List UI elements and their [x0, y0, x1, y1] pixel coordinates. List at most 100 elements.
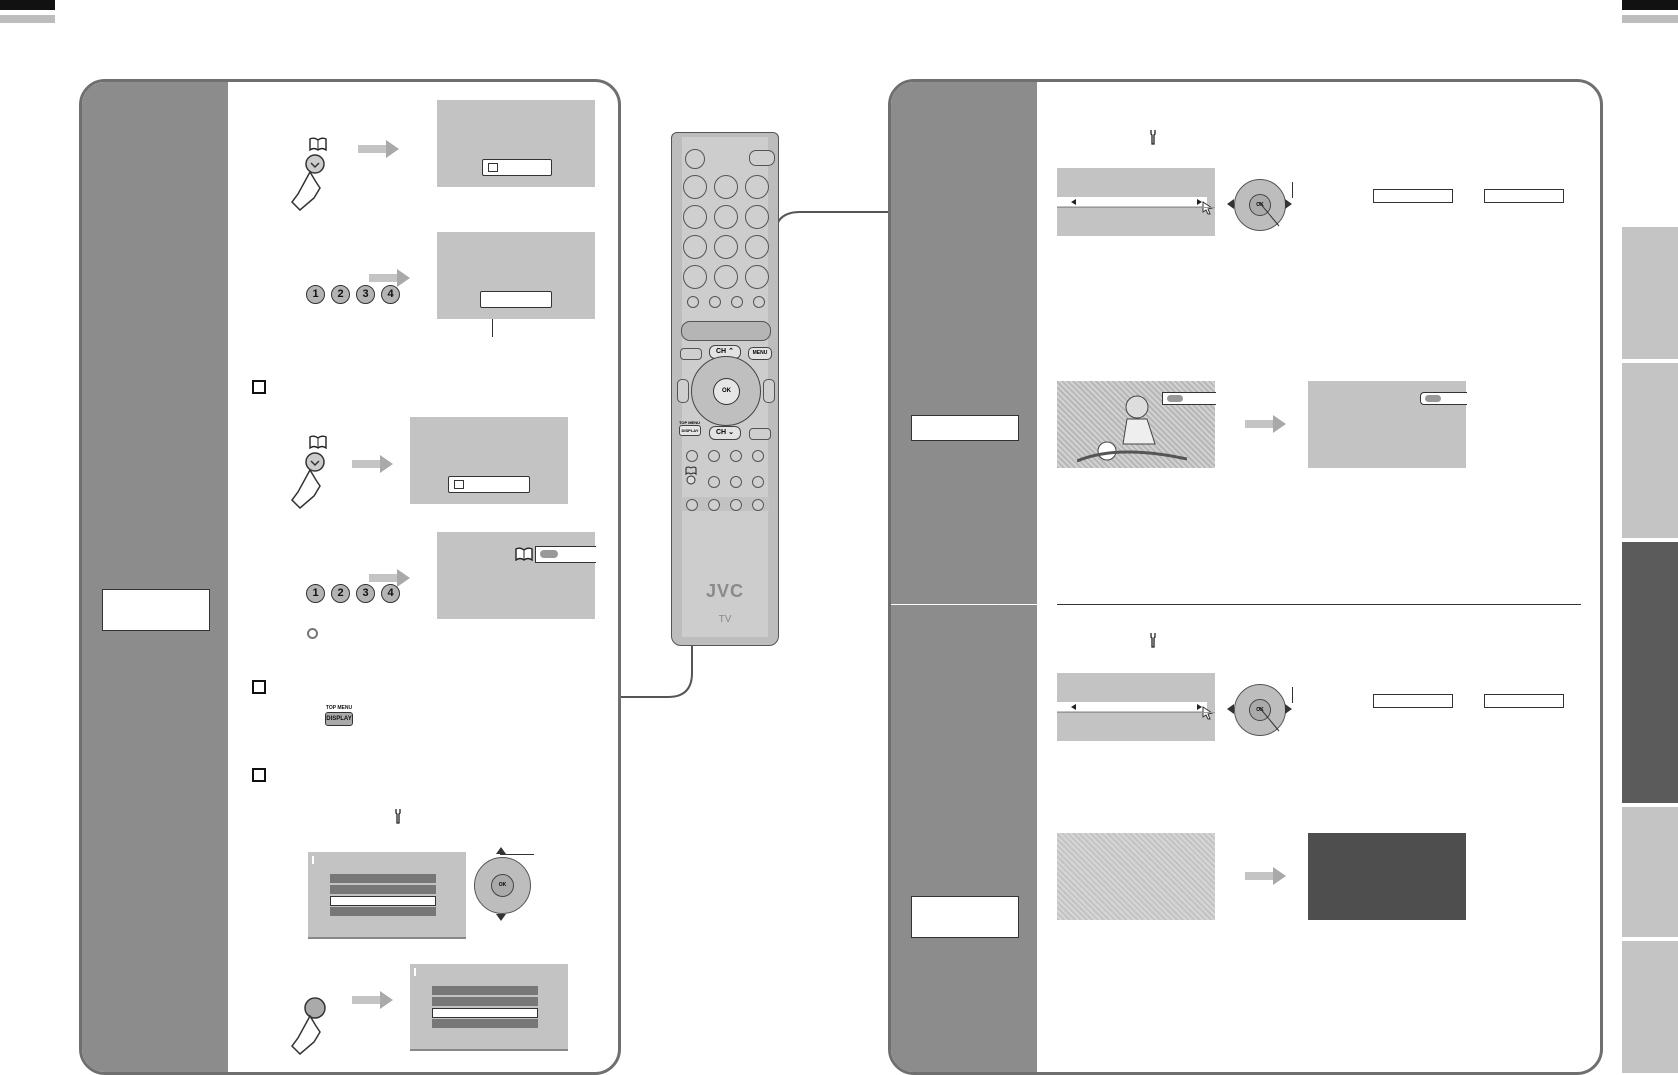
- remote-num-button[interactable]: [745, 205, 769, 229]
- dpad-control[interactable]: OK: [474, 857, 531, 914]
- left-panel-sidebar: [82, 82, 228, 1072]
- dpad-right-arrow: [1285, 199, 1292, 209]
- ok-button[interactable]: OK: [491, 874, 514, 897]
- subheading-bullet-3: [252, 768, 266, 782]
- number-button-2[interactable]: 2: [331, 285, 350, 304]
- note-circle-icon: [307, 628, 318, 639]
- number-button-4[interactable]: 4: [381, 285, 400, 304]
- menu-button[interactable]: MENU: [748, 347, 772, 360]
- remote-num-button[interactable]: [714, 175, 738, 199]
- remote-num-button[interactable]: [745, 235, 769, 259]
- remote-small-button[interactable]: [709, 296, 721, 308]
- setting-row-selected[interactable]: [1057, 197, 1207, 206]
- screen-2-label: [480, 291, 552, 308]
- cursor-pointer-icon: [1202, 201, 1214, 220]
- remote-num-button[interactable]: [683, 235, 707, 259]
- section-tab-2[interactable]: [1622, 363, 1678, 538]
- menu-item[interactable]: [432, 1019, 538, 1028]
- remote-book-button[interactable]: [685, 466, 697, 486]
- pointing-hand-icon: [286, 152, 334, 219]
- remote-small-button[interactable]: [708, 476, 720, 488]
- option-box-3[interactable]: [1373, 694, 1453, 708]
- option-box-1[interactable]: [1373, 189, 1453, 203]
- power-button[interactable]: [685, 149, 705, 169]
- menu-screen-1: [308, 852, 466, 939]
- section-tab-3-active[interactable]: [1622, 542, 1678, 803]
- remote-display-button[interactable]: TOP MENU DISPLAY: [679, 420, 701, 438]
- option-box-2[interactable]: [1484, 189, 1564, 203]
- menu-item-selected[interactable]: [432, 1008, 538, 1018]
- number-button-3[interactable]: 3: [356, 584, 375, 603]
- top-menu-display-button[interactable]: TOP MENU DISPLAY: [325, 705, 353, 727]
- remote-small-button[interactable]: [708, 499, 720, 511]
- menu-item[interactable]: [432, 997, 538, 1006]
- tv-screen-1: [437, 100, 595, 187]
- remote-num-button[interactable]: [683, 265, 707, 289]
- remote-num-button[interactable]: [683, 175, 707, 199]
- menu-item[interactable]: [330, 874, 436, 883]
- remote-num-button[interactable]: [714, 265, 738, 289]
- compare-arrow-1: [1245, 415, 1286, 433]
- remote-small-button[interactable]: [752, 450, 764, 462]
- pointing-hand-icon: [286, 996, 334, 1063]
- remote-side-key[interactable]: [763, 379, 775, 403]
- remote-small-button[interactable]: [708, 450, 720, 462]
- remote-num-button[interactable]: [745, 265, 769, 289]
- remote-small-button[interactable]: [752, 476, 764, 488]
- wrench-icon: [1149, 129, 1157, 150]
- left-arrow-icon: [1071, 199, 1076, 205]
- remote-num-button[interactable]: [714, 235, 738, 259]
- remote-small-button[interactable]: [752, 499, 764, 511]
- top-menu-label: TOP MENU: [325, 705, 353, 711]
- remote-num-button[interactable]: [714, 205, 738, 229]
- remote-side-button[interactable]: [680, 348, 702, 360]
- remote-small-button[interactable]: [686, 499, 698, 511]
- section-tab-1[interactable]: [1622, 227, 1678, 359]
- menu-item[interactable]: [432, 986, 538, 995]
- step-arrow-4: [369, 569, 410, 587]
- remote-ok-button[interactable]: OK: [713, 378, 740, 405]
- remote-side-key[interactable]: [677, 379, 689, 403]
- remote-num-button[interactable]: [745, 175, 769, 199]
- section-tab-5[interactable]: [1622, 941, 1678, 1073]
- color-button-bar[interactable]: [681, 321, 771, 341]
- remote-small-button[interactable]: [730, 499, 742, 511]
- ch-up-button[interactable]: CH⌃: [709, 345, 741, 359]
- book-icon: [309, 137, 327, 156]
- remote-small-button[interactable]: [730, 476, 742, 488]
- remote-nav-ring[interactable]: OK: [691, 356, 761, 426]
- number-button-1[interactable]: 1: [306, 285, 325, 304]
- number-button-1[interactable]: 1: [306, 584, 325, 603]
- option-box-4[interactable]: [1484, 694, 1564, 708]
- ch-down-button[interactable]: CH⌄: [709, 426, 741, 440]
- number-button-4[interactable]: 4: [381, 584, 400, 603]
- number-button-2[interactable]: 2: [331, 584, 350, 603]
- screen-3-label: [448, 476, 530, 493]
- remote-small-button[interactable]: [687, 296, 699, 308]
- wrench-icon: [1149, 632, 1157, 653]
- remote-num-button[interactable]: [683, 205, 707, 229]
- callout-line: [1292, 182, 1293, 198]
- tv-picture-image: [1057, 381, 1216, 468]
- number-button-3[interactable]: 3: [356, 285, 375, 304]
- left-sidebar-label-box: [102, 589, 210, 631]
- menu-item[interactable]: [330, 907, 436, 916]
- dpad-right-arrow: [1285, 704, 1292, 714]
- remote-side-button[interactable]: [749, 428, 771, 440]
- sidebar-divider: [891, 604, 1037, 605]
- remote-small-button[interactable]: [730, 450, 742, 462]
- menu-item-selected[interactable]: [330, 896, 436, 906]
- section-divider: [1057, 604, 1581, 605]
- step-arrow-5: [352, 991, 393, 1009]
- callout-line-diag: [1258, 706, 1281, 738]
- input-button[interactable]: [749, 150, 775, 166]
- section-tab-4[interactable]: [1622, 807, 1678, 937]
- callout-line: [1292, 687, 1293, 703]
- setting-row-selected[interactable]: [1057, 702, 1207, 711]
- menu-item[interactable]: [330, 885, 436, 894]
- display-label: DISPLAY: [325, 712, 353, 726]
- remote-small-button[interactable]: [686, 450, 698, 462]
- remote-small-button[interactable]: [731, 296, 743, 308]
- pointing-hand-icon: [286, 450, 334, 517]
- remote-small-button[interactable]: [753, 296, 765, 308]
